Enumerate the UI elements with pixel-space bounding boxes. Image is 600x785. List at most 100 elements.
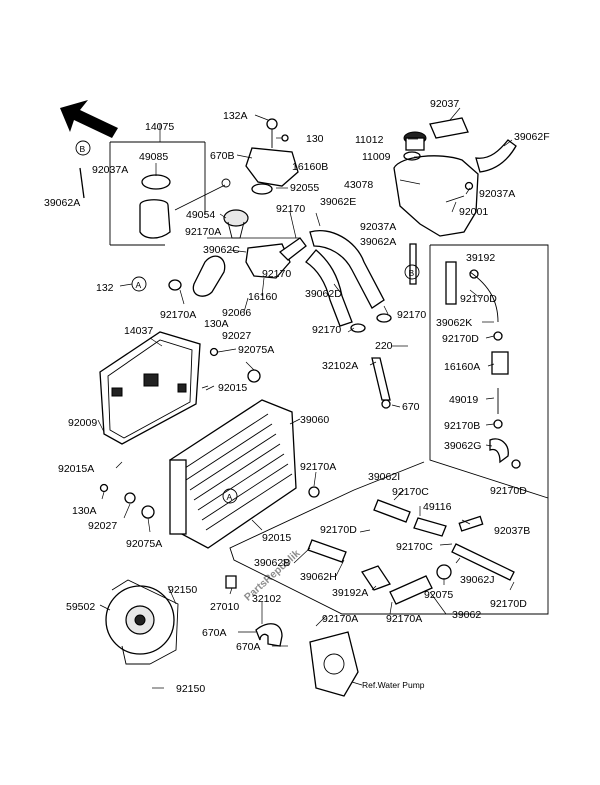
- clamp-92170d-a: [469, 269, 479, 279]
- grommet-92075a-lower: [141, 505, 155, 519]
- svg-text:A: A: [136, 280, 142, 290]
- label-92170b: 92170B: [444, 420, 480, 432]
- bolt-92001: [445, 195, 465, 203]
- label-39192a: 39192A: [332, 587, 368, 599]
- label-92055: 92055: [290, 182, 319, 194]
- ring-670: [381, 399, 391, 409]
- hose-39062: [389, 575, 433, 605]
- label-92037a-right: 92037A: [479, 188, 515, 200]
- label-39060: 39060: [300, 414, 329, 426]
- label-59502: 59502: [66, 601, 95, 613]
- label-14075: 14075: [145, 121, 174, 133]
- front-direction-arrow-icon: [60, 100, 118, 138]
- grommet-92075: [436, 564, 452, 580]
- reservoir-cap-49085: [141, 174, 171, 190]
- label-130a-lower: 130A: [72, 505, 97, 517]
- fitting-pipe: [278, 237, 307, 261]
- o-ring-92055: [251, 183, 273, 195]
- label-92170c-a: 92170C: [392, 486, 429, 498]
- svg-text:A: A: [227, 492, 233, 502]
- label-670b: 670B: [210, 150, 235, 162]
- screw-92037a-right: [464, 181, 474, 191]
- callout-b-upper: B: [75, 140, 91, 156]
- hose-39062j: [451, 543, 515, 581]
- water-pump-reference-note: Ref.Water Pump: [362, 680, 425, 690]
- clamp-92170a-upper: [168, 279, 182, 291]
- radiator-screen-14037: [99, 331, 201, 445]
- hose-39062d: [305, 249, 353, 327]
- label-11012: 11012: [355, 134, 384, 146]
- radiator-left-tank: [169, 459, 187, 535]
- thermostat-housing-16160: [245, 243, 291, 279]
- label-43078: 43078: [344, 179, 373, 191]
- label-92170d-d: 92170D: [320, 524, 357, 536]
- label-16160: 16160: [248, 291, 277, 303]
- label-39062h: 39062H: [300, 571, 337, 583]
- callout-a-left: A: [131, 276, 147, 292]
- label-92037a-mid: 92037A: [360, 221, 396, 233]
- label-92170a-d: 92170A: [322, 613, 358, 625]
- clamp-92170a-radiator: [308, 486, 320, 498]
- label-92015-lower: 92015: [262, 532, 291, 544]
- bracket-92037b: [458, 515, 484, 532]
- label-92170d-c: 92170D: [490, 485, 527, 497]
- label-39062f: 39062F: [514, 131, 550, 143]
- label-92150-upper: 92150: [168, 584, 197, 596]
- clamp-92170-d: [350, 323, 366, 333]
- label-92037: 92037: [430, 98, 459, 110]
- hose-39062k: [469, 271, 499, 323]
- thermostat-housing-16160b: [245, 147, 299, 187]
- label-39192: 39192: [466, 252, 495, 264]
- label-670a-lower: 670A: [236, 641, 261, 653]
- label-92170-a: 92170: [276, 203, 305, 215]
- bolt-130a-lower: [99, 483, 109, 493]
- hose-39192a: [361, 565, 391, 591]
- reservoir-tank-43078: [393, 155, 479, 237]
- label-92170a-a: 92170A: [185, 226, 221, 238]
- reservoir-bracket: [174, 184, 226, 211]
- label-92150-lower: 92150: [176, 683, 205, 695]
- label-92001: 92001: [459, 206, 488, 218]
- label-16160b: 16160B: [292, 161, 328, 173]
- label-49019: 49019: [449, 394, 478, 406]
- label-670: 670: [402, 401, 420, 413]
- label-27010: 27010: [210, 601, 239, 613]
- bolt-132a: [266, 118, 278, 130]
- hose-39062g: [489, 438, 509, 464]
- breather-hose-39062a: [79, 167, 85, 199]
- label-39062b: 39062B: [254, 557, 290, 569]
- label-92170c-b: 92170C: [396, 541, 433, 553]
- clamp-92170-e: [376, 313, 392, 323]
- hose-group-frame-lower: [229, 461, 549, 615]
- callout-b-right: B: [404, 264, 420, 280]
- label-39062g: 39062G: [444, 440, 481, 452]
- valve-16160a: [491, 351, 509, 375]
- label-130: 130: [306, 133, 324, 145]
- grommet-92027-lower: [124, 492, 136, 504]
- callout-a-radiator: A: [222, 488, 238, 504]
- svg-text:B: B: [80, 144, 86, 154]
- pipe-39062i: [373, 499, 411, 523]
- label-39062a-left: 39062A: [44, 197, 80, 209]
- reservoir-cap-group-frame: [109, 141, 206, 246]
- hose-group-frame-right: [429, 244, 549, 499]
- label-92037a-left: 92037A: [92, 164, 128, 176]
- label-92170-d: 92170: [397, 309, 426, 321]
- thermostat-49054: [223, 209, 249, 227]
- reservoir-filler-neck: [139, 199, 171, 239]
- label-92027-upper: 92027: [222, 330, 251, 342]
- pipe-32102a: [371, 357, 391, 401]
- leader-lines: [97, 107, 515, 689]
- label-39062d: 39062D: [305, 288, 342, 300]
- label-49085: 49085: [139, 151, 168, 163]
- screen-mesh-a: [111, 387, 123, 397]
- label-14037: 14037: [124, 325, 153, 337]
- bolt-130: [281, 134, 289, 142]
- label-92170-c: 92170: [312, 324, 341, 336]
- small-ring-670b-left: [221, 178, 231, 188]
- label-16160a: 16160A: [444, 361, 480, 373]
- label-130a-upper: 130A: [204, 318, 229, 330]
- label-11009: 11009: [362, 151, 391, 163]
